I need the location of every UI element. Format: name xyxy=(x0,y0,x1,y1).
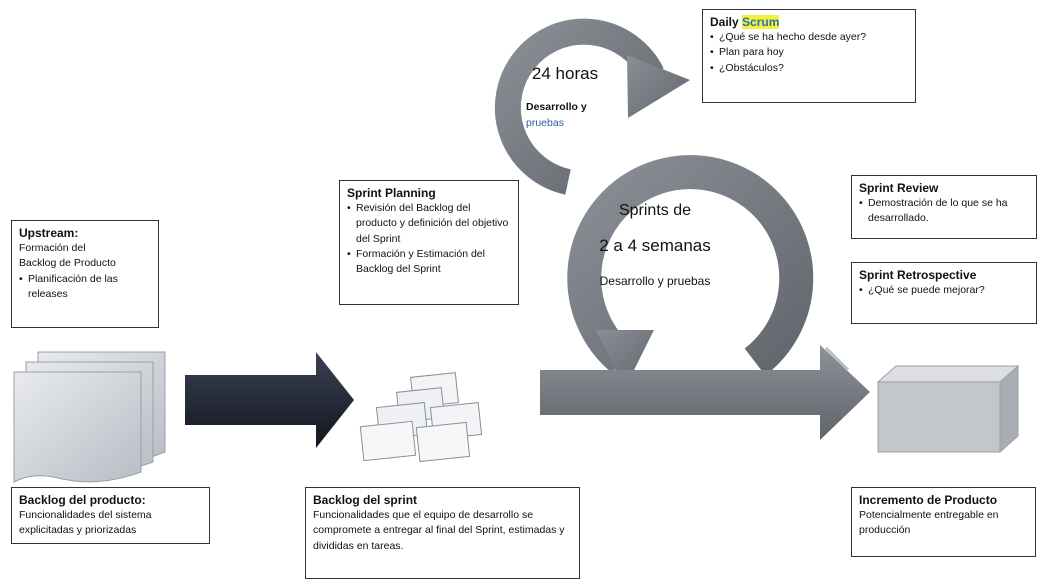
product-increment-text: Potencialmente entregable en producción xyxy=(859,509,999,537)
sprint-cycle-label-1: Sprints de xyxy=(618,202,692,219)
upstream-line-1: Formación del xyxy=(19,242,86,255)
daily-scrum-title: Daily Scrum xyxy=(710,14,908,30)
sprint-cycle-label-3: Desarrollo y pruebas xyxy=(599,274,711,288)
sprint-cycle-arrow xyxy=(567,155,814,388)
sprint-retrospective-item: ¿Qué se puede mejorar? xyxy=(859,283,1029,298)
sprint-retrospective-title: Sprint Retrospective xyxy=(859,268,977,282)
sprint-review-item: Demostración de lo que se ha desarrollad… xyxy=(859,196,1029,226)
upstream-title: Upstream: xyxy=(19,226,79,240)
sprint-review-box: Sprint Review Demostración de lo que se … xyxy=(851,175,1037,239)
sprint-backlog-text: Funcionalidades que el equipo de desarro… xyxy=(313,509,565,552)
upstream-line-2: Backlog de Producto xyxy=(19,257,116,270)
main-flow-arrow xyxy=(540,345,870,440)
sprint-cycle-label-2: 2 a 4 semanas xyxy=(599,236,711,255)
sprint-review-title: Sprint Review xyxy=(859,181,939,195)
sprint-planning-box: Sprint Planning Revisión del Backlog del… xyxy=(339,180,519,305)
sprint-backlog-icon xyxy=(359,372,483,463)
sprint-review-list: Demostración de lo que se ha desarrollad… xyxy=(859,196,1029,226)
daily-cycle-hours: 24 horas xyxy=(531,64,599,83)
product-increment-box: Incremento de Producto Potencialmente en… xyxy=(851,487,1036,557)
upstream-list: Planificación de las releases xyxy=(19,272,151,302)
daily-scrum-item: ¿Qué se ha hecho desde ayer? xyxy=(710,30,908,45)
product-backlog-icon xyxy=(13,351,166,483)
daily-scrum-item: ¿Obstáculos? xyxy=(710,61,908,76)
product-backlog-title: Backlog del producto: xyxy=(19,493,146,507)
sprint-backlog-box: Backlog del sprint Funcionalidades que e… xyxy=(305,487,580,579)
product-backlog-box: Backlog del producto: Funcionalidades de… xyxy=(11,487,210,544)
upstream-box: Upstream: Formación del Backlog de Produ… xyxy=(11,220,159,328)
dark-arrow xyxy=(185,352,354,448)
daily-scrum-box: Daily Scrum ¿Qué se ha hecho desde ayer?… xyxy=(702,9,916,103)
daily-cycle-arrow xyxy=(494,18,690,195)
sprint-planning-item: Formación y Estimación del Backlog del S… xyxy=(347,247,511,277)
product-increment-title: Incremento de Producto xyxy=(859,493,998,507)
sprint-planning-title: Sprint Planning xyxy=(347,186,436,200)
sprint-retrospective-box: Sprint Retrospective ¿Qué se puede mejor… xyxy=(851,262,1037,324)
daily-cycle-label: Desarrollo y pruebas xyxy=(526,100,616,132)
daily-scrum-title-prefix: Daily xyxy=(710,15,743,29)
sprint-planning-item: Revisión del Backlog del producto y defi… xyxy=(347,201,511,247)
sprint-retrospective-list: ¿Qué se puede mejorar? xyxy=(859,283,1029,298)
daily-scrum-item: Plan para hoy xyxy=(710,45,908,60)
daily-scrum-title-highlight: Scrum xyxy=(742,15,780,29)
product-backlog-text: Funcionalidades del sistema explicitadas… xyxy=(19,509,152,537)
upstream-item: Planificación de las releases xyxy=(19,272,151,302)
product-increment-icon xyxy=(876,364,1020,454)
sprint-backlog-title: Backlog del sprint xyxy=(313,493,418,507)
daily-scrum-list: ¿Qué se ha hecho desde ayer? Plan para h… xyxy=(710,30,908,76)
daily-cycle-label-1: Desarrollo y xyxy=(526,101,587,113)
daily-cycle-label-2: pruebas xyxy=(526,116,564,129)
sprint-planning-list: Revisión del Backlog del producto y defi… xyxy=(347,201,511,277)
